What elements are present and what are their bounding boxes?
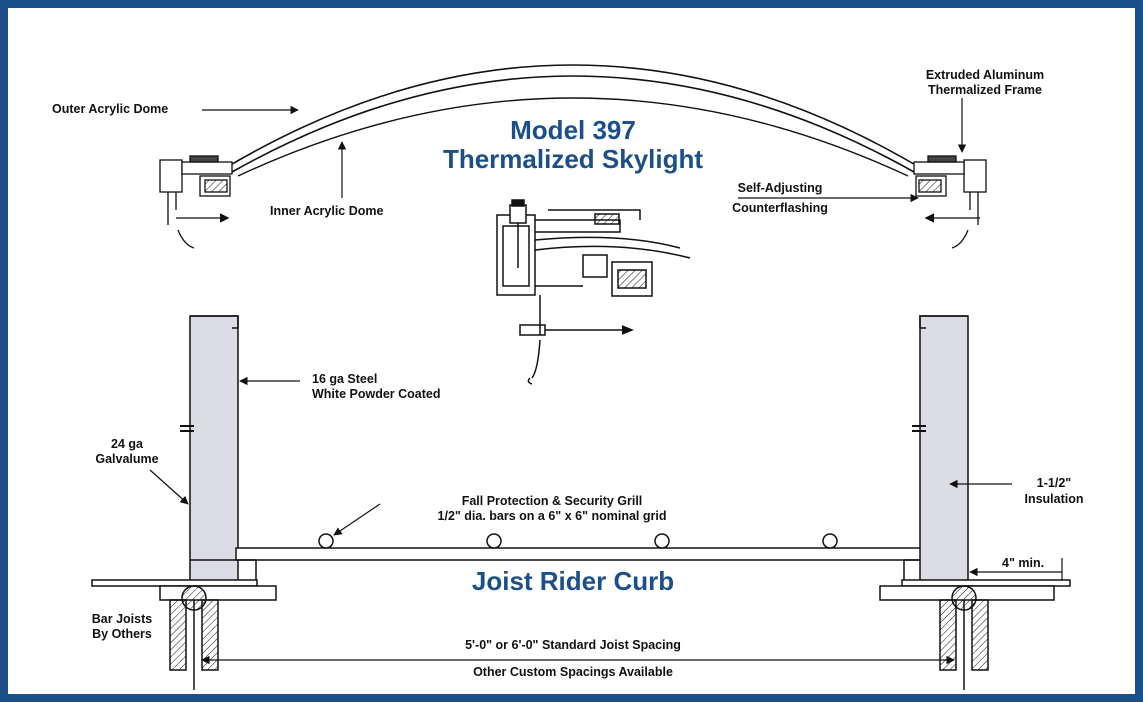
leader-lines — [149, 98, 1063, 665]
inner-dome — [237, 97, 909, 177]
title-line-2: Thermalized Skylight — [442, 144, 704, 174]
bar-joists-label-line-2: By Others — [92, 627, 152, 641]
right-curb — [879, 315, 1071, 690]
title-line-1: Model 397 — [510, 115, 636, 145]
left-frame-detail — [159, 155, 233, 249]
left-curb — [91, 315, 925, 690]
grill-bars — [318, 533, 838, 549]
grill-label-line-2: 1/2" dia. bars on a 6" x 6" nominal grid — [437, 509, 667, 523]
galvalume-label-line-2: Galvalume — [95, 452, 159, 466]
frame-label-line-1: Extruded Aluminum — [925, 68, 1045, 82]
insulation-label-line-1: 1-1/2" — [1036, 476, 1072, 490]
custom-spacing-label: Other Custom Spacings Available — [473, 665, 673, 679]
outer-dome — [221, 64, 925, 173]
galvalume-label-line-1: 24 ga — [111, 437, 143, 451]
right-frame-detail — [913, 155, 987, 249]
outer-dome-label: Outer Acrylic Dome — [52, 102, 169, 116]
center-frame-detail — [496, 199, 691, 385]
insulation-label-line-2: Insulation — [1024, 492, 1084, 506]
inner-dome-label: Inner Acrylic Dome — [270, 204, 384, 218]
steel-label-line-2: White Powder Coated — [312, 387, 441, 401]
grill-label-line-1: Fall Protection & Security Grill — [461, 494, 643, 508]
subtitle: Joist Rider Curb — [471, 566, 675, 596]
bar-joists-label-line-1: Bar Joists — [91, 612, 153, 626]
spacing-label: 5'-0" or 6'-0" Standard Joist Spacing — [465, 638, 681, 652]
steel-label-line-1: 16 ga Steel — [312, 372, 378, 386]
counterflashing-label-line-1: Self-Adjusting — [737, 181, 823, 195]
frame-label-line-2: Thermalized Frame — [928, 83, 1042, 97]
counterflashing-label-line-2: Counterflashing — [732, 201, 828, 215]
min-flange-label: 4" min. — [1002, 556, 1045, 570]
